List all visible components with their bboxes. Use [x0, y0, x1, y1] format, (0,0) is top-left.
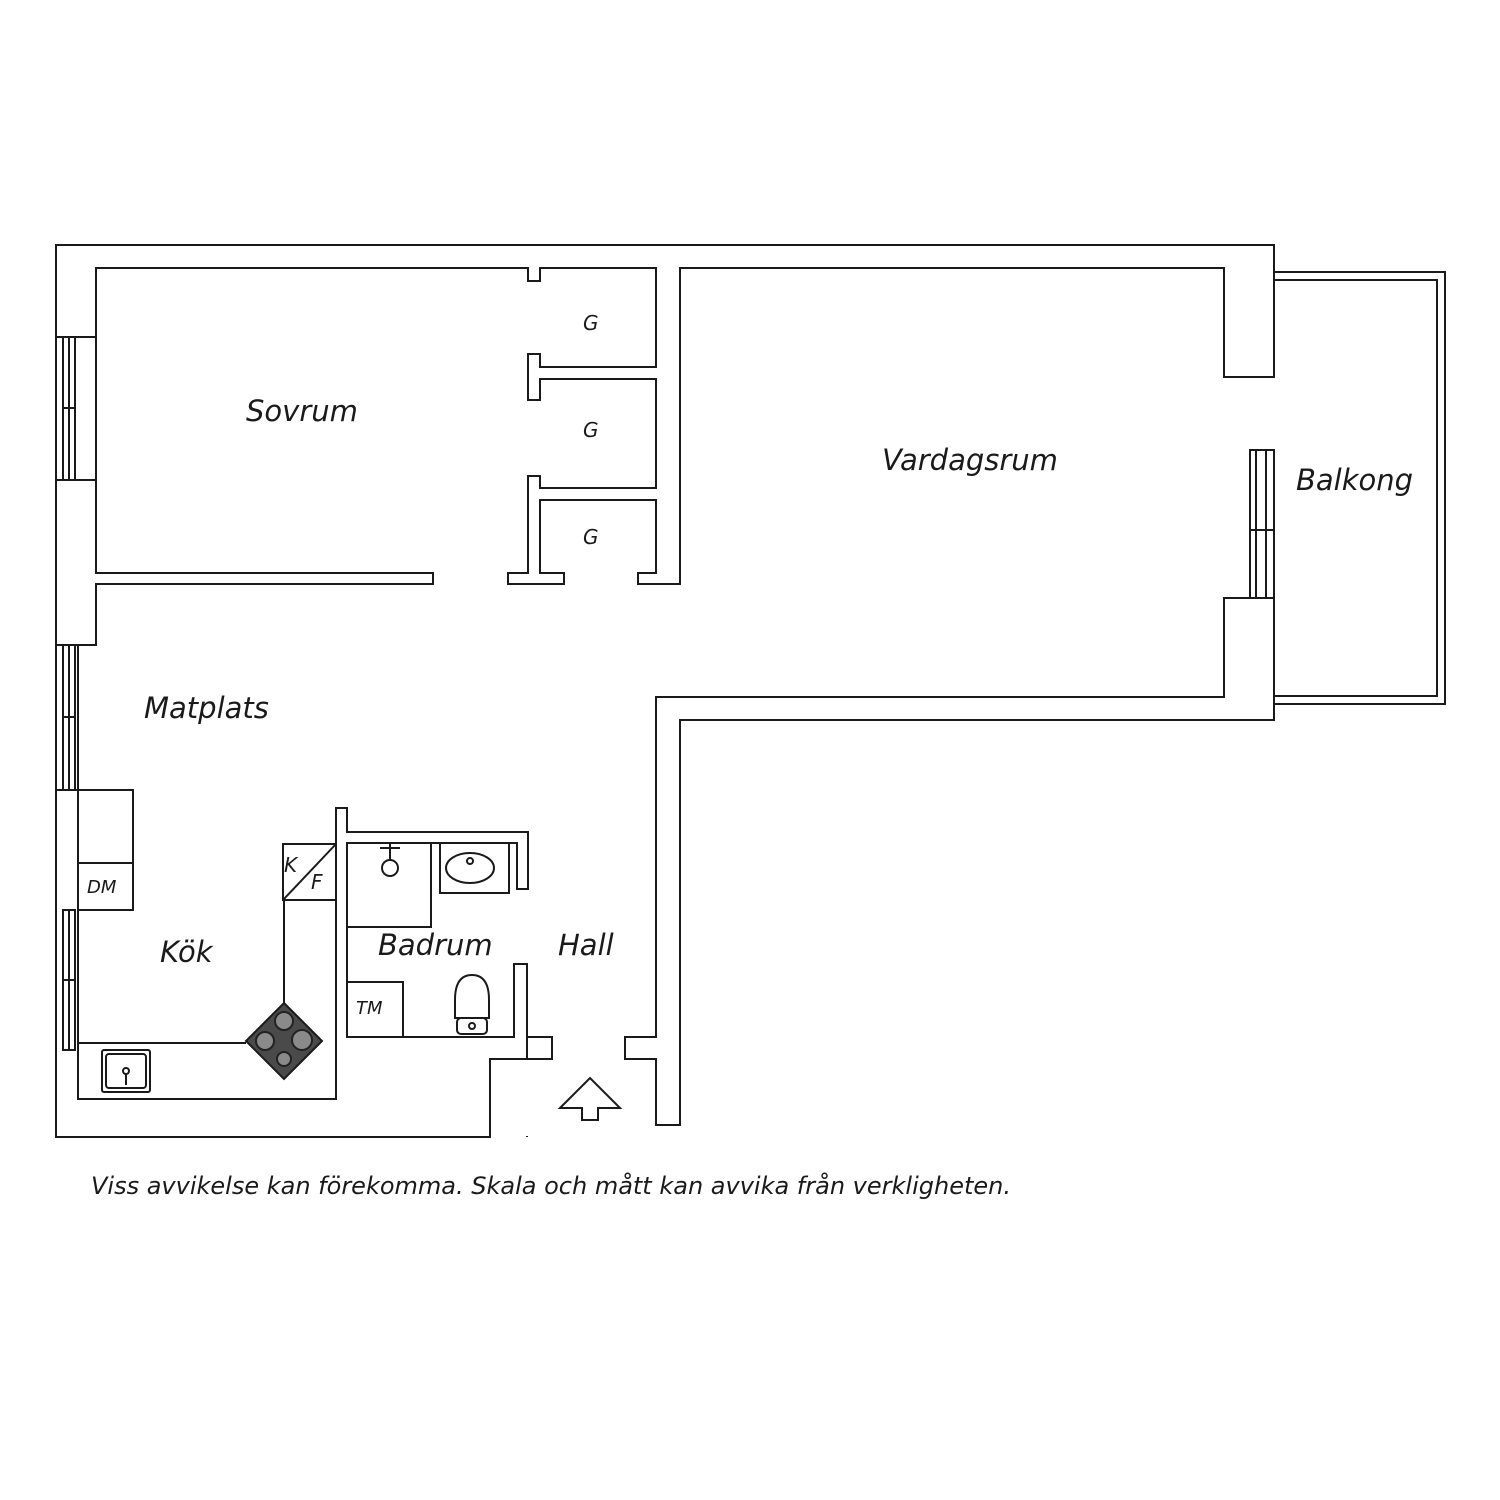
fridge-label: K	[284, 853, 298, 877]
room-label-matplats: Matplats	[144, 691, 269, 725]
room-label-balkong: Balkong	[1296, 463, 1414, 497]
room-label-sovrum: Sovrum	[246, 394, 358, 428]
toilet-icon	[454, 973, 490, 1035]
entrance-arrow-icon	[557, 1076, 623, 1121]
window-left-middle	[62, 644, 76, 791]
balcony-outline	[1274, 271, 1446, 705]
stove-icon	[244, 1001, 324, 1081]
outer-wall-outline	[55, 244, 1275, 585]
kitchen-sink-icon	[101, 1049, 151, 1093]
living-room-wall	[624, 597, 1275, 1126]
room-label-badrum: Badrum	[378, 928, 493, 962]
fridge-freezer-unit	[282, 843, 337, 901]
disclaimer-text: Viss avvikelse kan förekomma. Skala och …	[91, 1172, 1011, 1200]
freezer-label: F	[311, 870, 323, 894]
room-label-vardagsrum: Vardagsrum	[882, 443, 1058, 477]
inner-left-wall	[56, 337, 529, 1100]
room-label-kok: Kök	[160, 935, 213, 969]
washing-machine-box	[346, 981, 404, 1038]
window-left-top	[62, 336, 76, 481]
closet-label-3: G	[583, 525, 599, 549]
washbasin-icon	[439, 842, 510, 894]
washing-machine-label: TM	[356, 998, 383, 1019]
left-bottom-wall	[55, 337, 553, 1138]
room-label-hall: Hall	[558, 928, 614, 962]
dishwasher-cabinet	[77, 789, 134, 911]
dishwasher-label: DM	[87, 877, 117, 898]
shower-icon	[346, 842, 432, 928]
window-left-bottom	[62, 909, 76, 1051]
window-balcony-door	[1249, 449, 1275, 599]
closet-label-2: G	[583, 418, 599, 442]
closet-label-1: G	[583, 311, 599, 335]
